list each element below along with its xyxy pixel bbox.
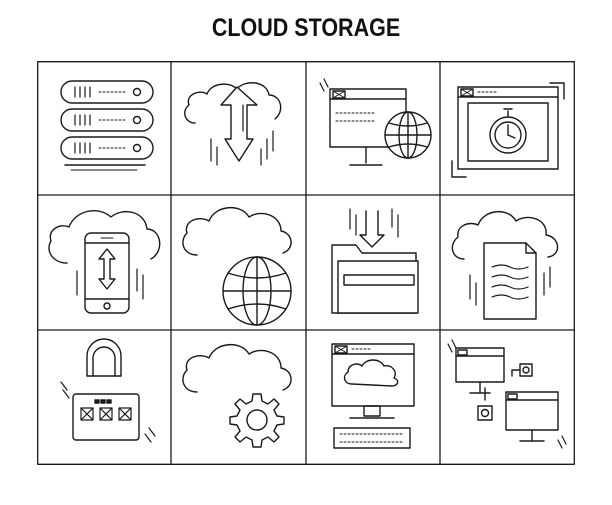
cloud-smartphone-sync-icon [48, 209, 161, 314]
browser-timer-icon [451, 82, 565, 178]
icon-grid [37, 61, 575, 465]
page-title: CLOUD STORAGE [211, 14, 401, 42]
web-monitor-globe-icon [319, 78, 432, 166]
cloud-settings-gear-icon [182, 344, 292, 448]
grid-lines [37, 61, 575, 465]
folder-download-icon [331, 208, 419, 314]
cloud-globe-icon [182, 207, 292, 326]
server-rack-icon [60, 80, 154, 171]
cloud-upload-download-icon [184, 82, 282, 166]
connected-computers-network-icon [447, 339, 567, 449]
monitor-cloud-keyboard-icon [331, 343, 415, 449]
cloud-document-icon [451, 211, 559, 320]
padlock-password-icon [60, 338, 156, 443]
